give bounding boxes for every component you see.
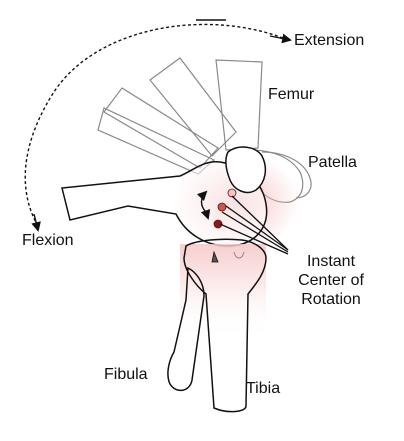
flexion-extension-arc: [24, 23, 289, 227]
extension-label: Extension: [294, 32, 365, 49]
tibia-shape: [183, 238, 267, 413]
rotation-arrow-tail: [200, 209, 211, 220]
instant-center-dot-mid: [217, 202, 227, 212]
instant-center-dot-dark: [213, 219, 223, 229]
tibia-glow: [180, 244, 266, 340]
fibula-label: Fibula: [104, 366, 148, 383]
instant-centers: [213, 188, 237, 229]
extension-arrow: [269, 33, 292, 44]
instant-center-label-line3: Rotation: [301, 291, 361, 308]
instant-center-label-line1: Instant: [306, 253, 356, 270]
tibia-label: Tibia: [246, 380, 281, 397]
femur-label: Femur: [268, 86, 315, 103]
patella-label: Patella: [308, 154, 357, 171]
instant-center-label-line2: Center of: [298, 272, 364, 289]
patella-shape: [225, 146, 267, 194]
flexion-arrow: [31, 213, 41, 232]
instant-center-dot-light: [227, 188, 237, 198]
fibula-shape: [167, 266, 205, 392]
tibial-plateau-notch: [233, 251, 245, 259]
flexion-label: Flexion: [22, 232, 74, 249]
instant-center-label: Instant Center of Rotation: [276, 252, 386, 309]
icr-leader-lines: [219, 195, 289, 255]
tibial-spine: [211, 250, 219, 263]
